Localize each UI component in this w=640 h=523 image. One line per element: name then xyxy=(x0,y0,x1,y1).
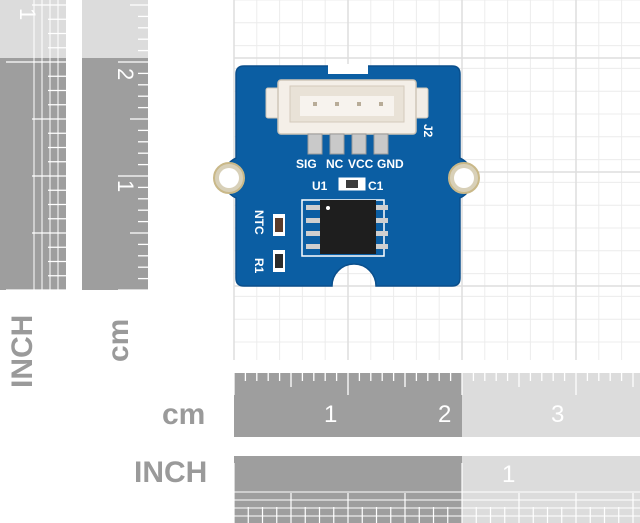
sensor-board: J2 SIG NC VCC GND U1 C1 NTC R1 xyxy=(213,64,480,287)
vertical-cm-ruler: 2 1 xyxy=(82,0,148,291)
horizontal-inch-label: INCH xyxy=(134,456,207,489)
horizontal-cm-label: cm xyxy=(162,398,205,431)
chip-label: U1 xyxy=(312,179,328,193)
vertical-inch-ruler: 1 xyxy=(0,0,66,291)
connector-label: J2 xyxy=(421,124,435,138)
horizontal-cm-number-3: 3 xyxy=(551,401,564,428)
ntc-label: NTC xyxy=(252,210,266,235)
vertical-cm-number-1: 1 xyxy=(113,180,138,192)
resistor-label: R1 xyxy=(252,258,266,274)
horizontal-cm-ruler: 1 2 3 xyxy=(233,373,640,437)
pin-label-vcc: VCC xyxy=(348,157,374,171)
vertical-inch-number: 1 xyxy=(15,8,40,20)
pin-label-gnd: GND xyxy=(377,157,404,171)
grove-connector xyxy=(265,79,429,155)
horizontal-cm-number-2: 2 xyxy=(438,401,451,428)
horizontal-cm-number-1: 1 xyxy=(324,401,337,428)
vertical-cm-number-2: 2 xyxy=(113,68,138,80)
ic-chip xyxy=(301,199,388,257)
vertical-cm-label: cm xyxy=(102,319,135,362)
vertical-inch-label: INCH xyxy=(6,315,39,388)
capacitor-label: C1 xyxy=(368,179,384,193)
horizontal-inch-number: 1 xyxy=(502,461,515,488)
horizontal-inch-ruler: 1 xyxy=(233,456,640,523)
pin-label-nc: NC xyxy=(326,157,344,171)
pin-label-sig: SIG xyxy=(296,157,317,171)
